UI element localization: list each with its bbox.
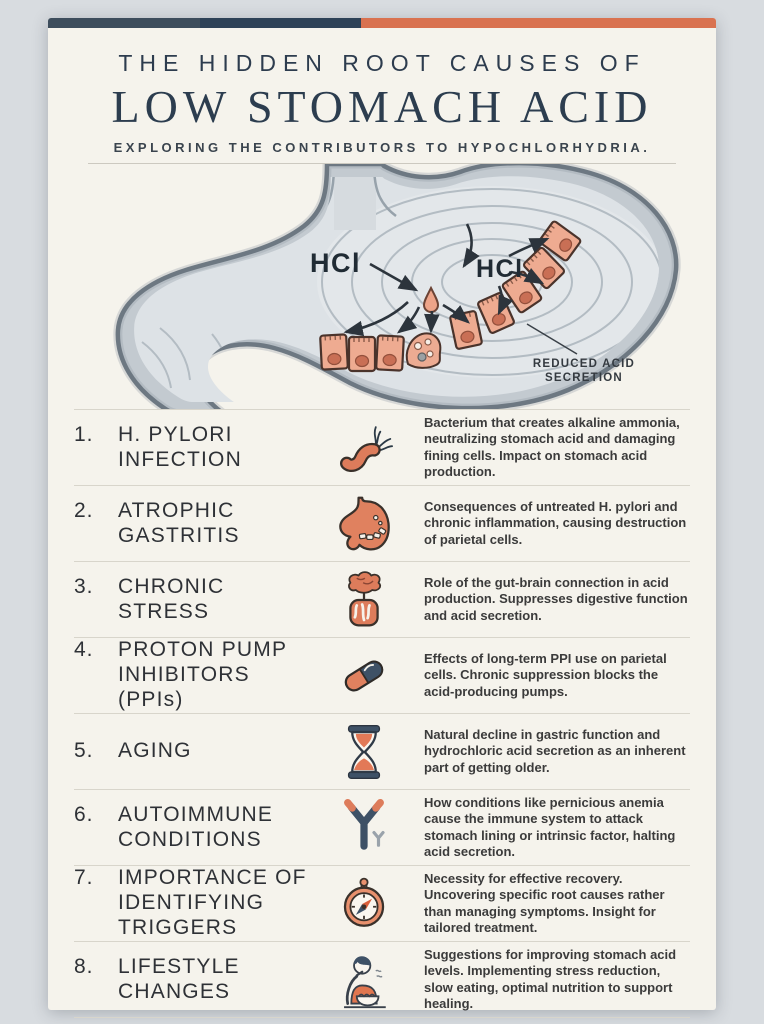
- accent-bar-orange-segment: [360, 18, 716, 28]
- esophagus: [334, 176, 376, 230]
- annotation-line2: SECRETION: [545, 372, 623, 384]
- subtitle: EXPLORING THE CONTRIBUTORS TO HYPOCHLORH…: [113, 140, 651, 155]
- stomach-diagram: HCl HCl REDUCED ACID SECRETION: [72, 164, 692, 409]
- item-title: AGING: [118, 739, 192, 763]
- accent-bar-slate-segment: [48, 18, 201, 28]
- hcl-label-secondary: HCl: [476, 255, 524, 283]
- item-description: Necessity for effective recovery. Uncove…: [424, 870, 665, 935]
- item-number: 7.: [74, 866, 94, 890]
- item-title: IMPORTANCE OF IDENTIFYING TRIGGERS: [118, 866, 307, 939]
- list-item: 7. IMPORTANCE OF IDENTIFYING TRIGGERS Ne…: [74, 866, 690, 942]
- causes-list: 1. H. PYLORI INFECTION Bacterium that cr…: [74, 409, 690, 1018]
- antibody-icon: [335, 798, 393, 857]
- item-description: Role of the gut-brain connection in acid…: [424, 574, 688, 623]
- item-number: 6.: [74, 802, 94, 826]
- hourglass-icon: [335, 723, 393, 781]
- item-title: ATROPHIC GASTRITIS: [118, 498, 240, 547]
- accent-bar-navy-segment: [200, 18, 361, 28]
- list-item: 3. CHRONIC STRESS Role of the gut-brain …: [74, 562, 690, 638]
- header: THE HIDDEN ROOT CAUSES OF LOW STOMACH AC…: [48, 50, 716, 164]
- item-title: H. PYLORI INFECTION: [118, 422, 242, 471]
- page-title: LOW STOMACH ACID: [111, 81, 653, 132]
- inflamed-stomach-icon: [335, 495, 393, 553]
- list-item: 1. H. PYLORI INFECTION Bacterium that cr…: [74, 410, 690, 486]
- compass-icon: [335, 875, 393, 933]
- item-description: Bacterium that creates alkaline ammonia,…: [424, 414, 680, 479]
- item-number: 5.: [74, 739, 94, 763]
- header-divider: [88, 163, 676, 164]
- damaged-cell-cluster: [405, 332, 442, 369]
- capsule-pill-icon: [335, 647, 393, 705]
- item-number: 1.: [74, 422, 94, 446]
- item-title: PROTON PUMP INHIBITORS (PPIs): [118, 638, 287, 711]
- item-number: 8.: [74, 954, 94, 978]
- item-description: Consequences of untreated H. pylori and …: [424, 498, 687, 547]
- reduced-acid-annotation: REDUCED ACID SECRETION: [526, 323, 635, 384]
- list-item: 6. AUTOIMMUNE CONDITIONS How conditions …: [74, 790, 690, 866]
- list-item: 5. AGING Natural decline in gastric func…: [74, 714, 690, 790]
- hcl-label-primary: HCl: [310, 248, 361, 278]
- top-accent-bar: [48, 18, 716, 28]
- h-pylori-bacterium-icon: [335, 419, 393, 477]
- item-description: Effects of long-term PPI use on parietal…: [424, 650, 667, 699]
- infographic-card: THE HIDDEN ROOT CAUSES OF LOW STOMACH AC…: [48, 18, 716, 1018]
- item-description: Natural decline in gastric function and …: [424, 726, 686, 775]
- parietal-cells: [319, 219, 583, 373]
- title-line1: THE HIDDEN ROOT CAUSES OF: [118, 50, 646, 76]
- item-description: How conditions like pernicious anemia ca…: [424, 794, 676, 859]
- item-number: 4.: [74, 638, 94, 662]
- acid-flow-arrows: [343, 223, 550, 337]
- item-title: LIFESTYLE CHANGES: [118, 954, 240, 1003]
- item-number: 2.: [74, 498, 94, 522]
- item-title: CHRONIC STRESS: [118, 574, 225, 623]
- list-item: 4. PROTON PUMP INHIBITORS (PPIs) Effects…: [74, 638, 690, 714]
- annotation-line1: REDUCED ACID: [533, 358, 635, 370]
- item-title: AUTOIMMUNE CONDITIONS: [118, 802, 274, 851]
- item-description: Suggestions for improving stomach acid l…: [424, 946, 677, 1011]
- brain-gut-icon: [335, 570, 393, 629]
- list-item: 8. LIFESTYLE CHANGES Suggestions for imp…: [74, 942, 690, 1018]
- person-eating-icon: [335, 951, 393, 1009]
- item-number: 3.: [74, 574, 94, 598]
- list-item: 2. ATROPHIC GASTRITIS Consequences o: [74, 486, 690, 562]
- stomach-illustration-panel: HCl HCl REDUCED ACID SECRETION: [48, 164, 716, 409]
